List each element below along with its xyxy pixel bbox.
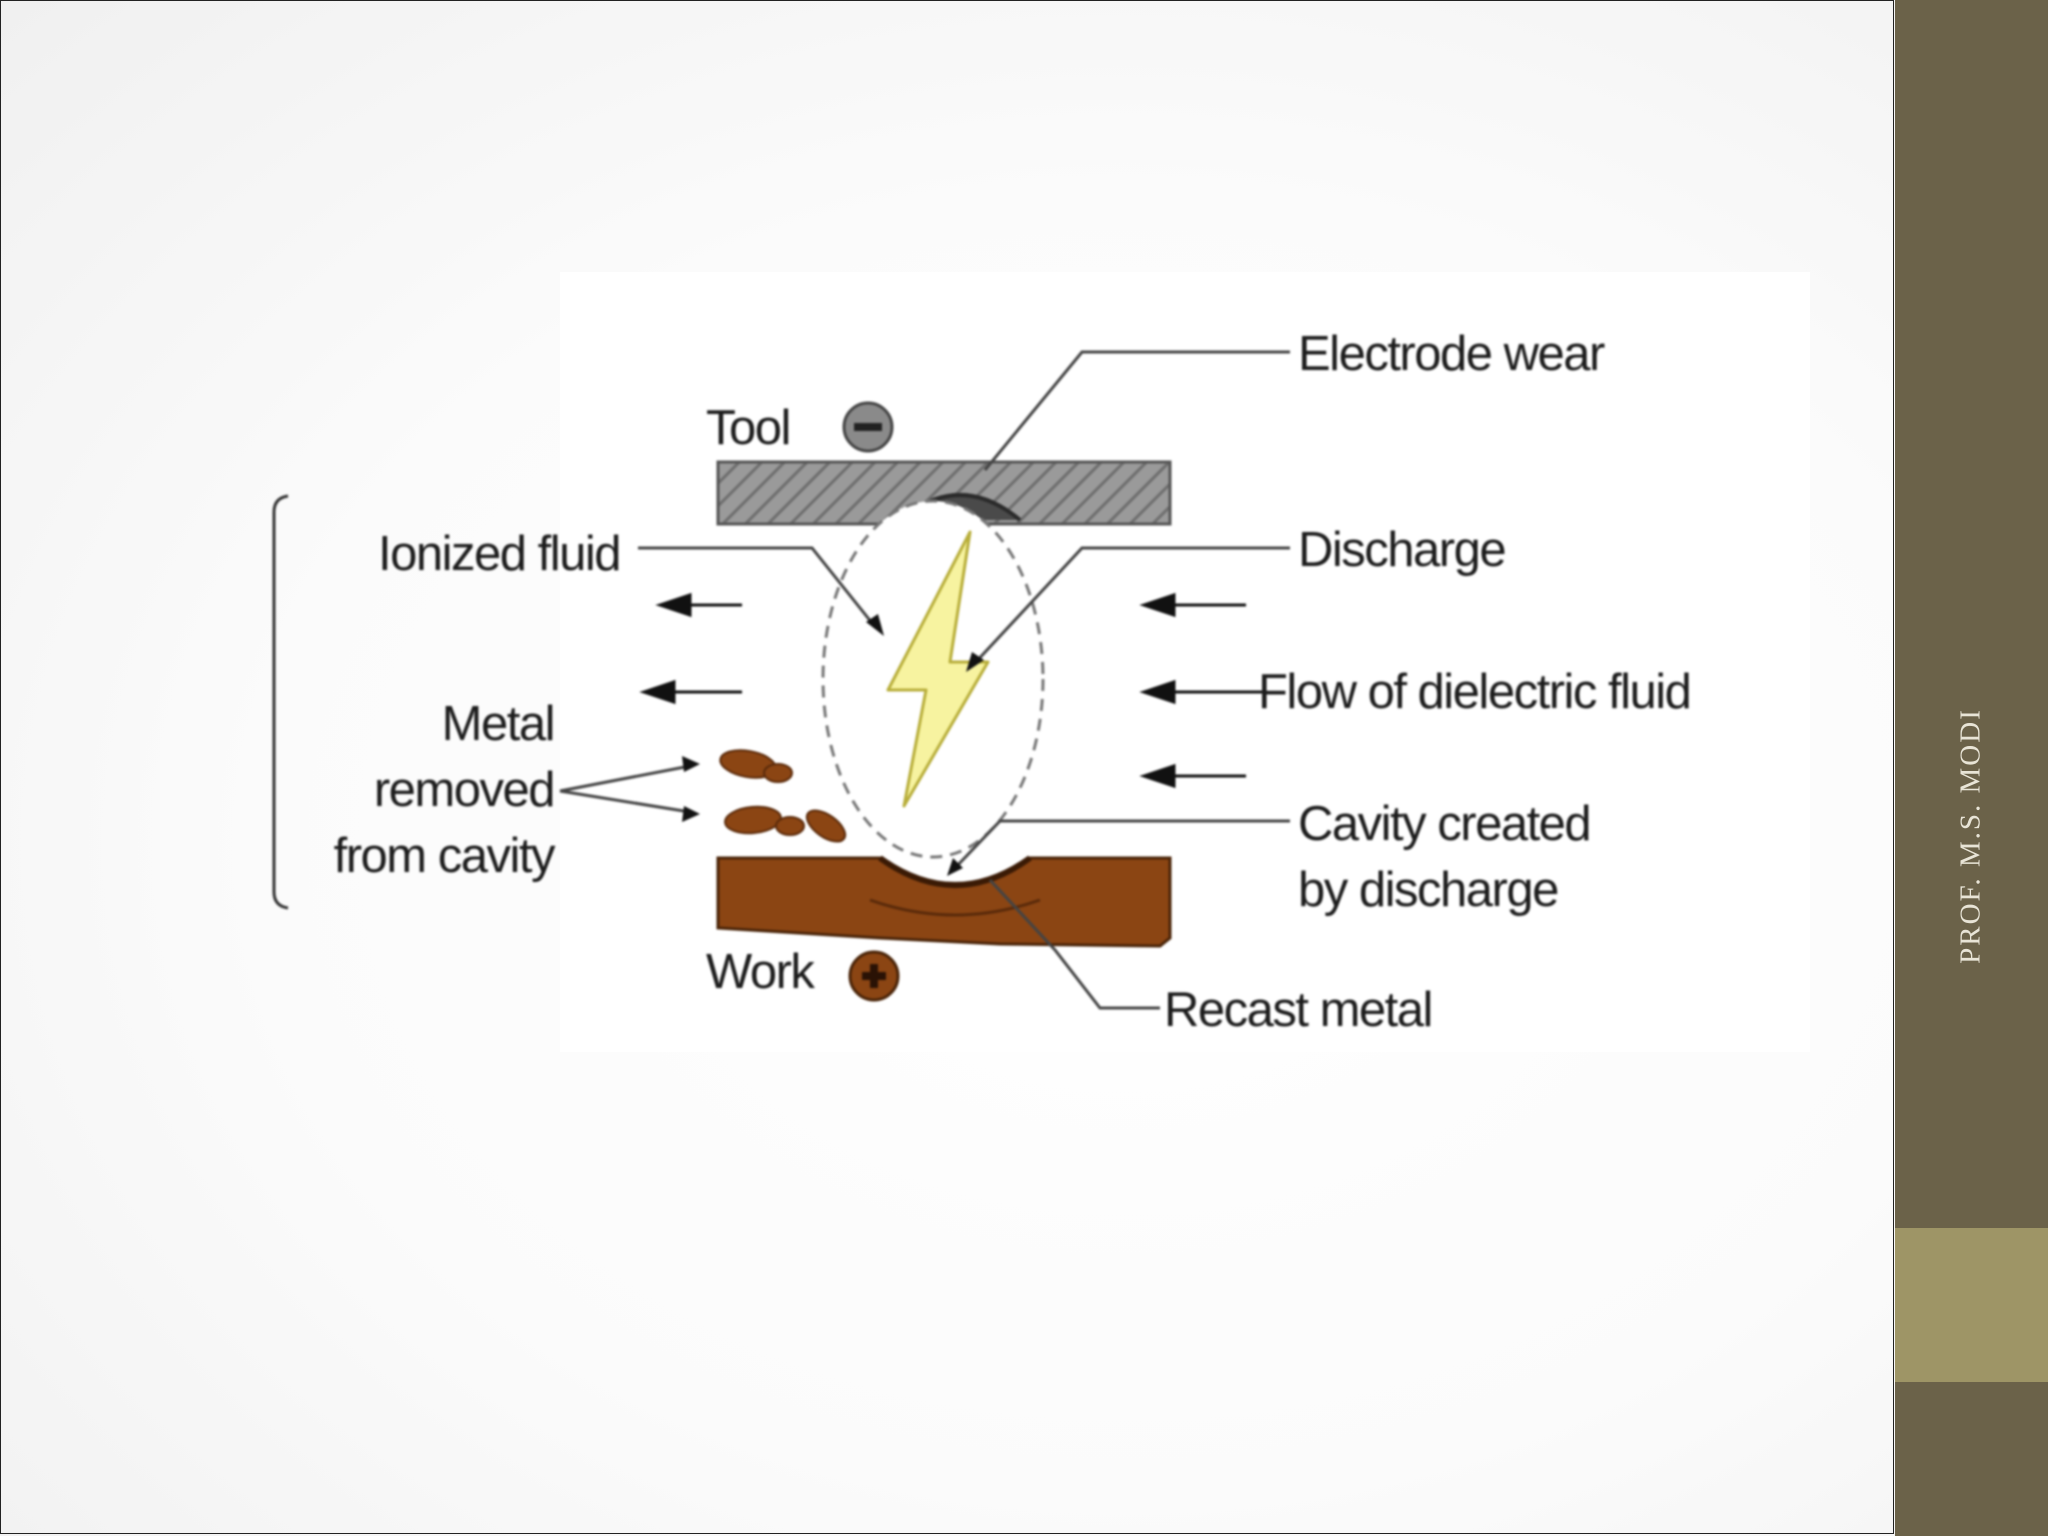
label-metal-removed-3: from cavity — [334, 829, 556, 883]
label-cavity-2: by discharge — [1298, 863, 1558, 917]
label-flow-dielectric: Flow of dielectric fluid — [1258, 665, 1690, 719]
label-tool: Tool — [706, 401, 790, 455]
label-ionized-fluid: Ionized fluid — [378, 527, 620, 581]
minus-sign-icon — [842, 401, 894, 453]
leader-arrowheads — [682, 614, 984, 876]
flow-arrows-left — [639, 592, 742, 705]
label-work: Work — [706, 945, 815, 999]
left-bracket — [272, 494, 289, 910]
leader-lines — [559, 350, 1290, 1010]
plus-sign-icon — [848, 950, 900, 1002]
label-metal-removed-2: removed — [374, 763, 554, 817]
label-discharge: Discharge — [1298, 523, 1505, 577]
label-recast-metal: Recast metal — [1164, 983, 1432, 1037]
spark-bolt-icon — [886, 530, 990, 808]
side-accent-block — [1895, 1228, 2048, 1382]
label-electrode-wear: Electrode wear — [1298, 327, 1605, 381]
work-piece — [716, 855, 1172, 948]
metal-debris — [719, 749, 847, 843]
footer-author: PROF. M.S. MODI — [1954, 708, 1987, 964]
label-metal-removed-1: Metal — [442, 697, 554, 751]
label-cavity-1: Cavity created — [1298, 797, 1590, 851]
